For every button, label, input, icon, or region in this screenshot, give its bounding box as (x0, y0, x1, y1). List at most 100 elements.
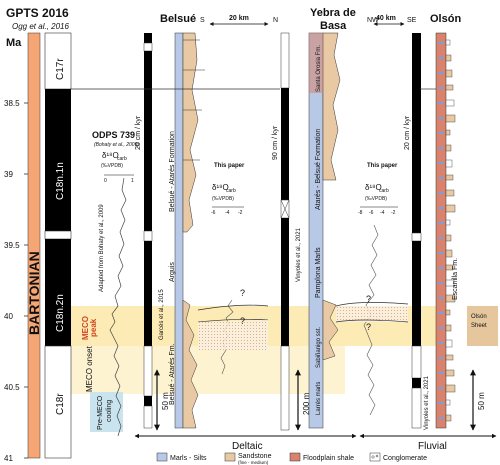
legend-label-marls: Marls - Silts (170, 455, 207, 462)
dir-s: S (200, 17, 205, 24)
age-tick-label: 41 (4, 454, 13, 463)
chron-label-c18n1n: C18n.1n (55, 162, 66, 200)
yebra-polarity-r1 (280, 32, 290, 89)
odp-tick-1: 1 (131, 178, 134, 184)
olson-sandstone-bed (445, 399, 451, 406)
olson-sandstone-bed (445, 129, 451, 136)
olson-polarity-n3 (412, 378, 421, 388)
section-title-yebra-1: Yebra de (310, 7, 356, 19)
olson-sandstone-bed (445, 144, 452, 152)
question-mark-3: ? (366, 294, 371, 304)
olson-marl-stringer (438, 372, 444, 374)
chron-c18n2n (45, 239, 71, 346)
vinyoles-reference-b: Vinyoles et al., 2021 (424, 375, 430, 430)
age-tick-label: 38.5 (4, 99, 20, 108)
question-mark-1: ? (240, 288, 245, 298)
olson-marl-stringer (438, 342, 444, 344)
ma-label: Ma (6, 37, 22, 49)
belsue-lower-formation: Belsué - Atarés Fm. (169, 343, 176, 405)
section-title-olson: Olsón (430, 13, 461, 25)
dir-se: SE (407, 17, 417, 24)
sabinanigo-sandstone-label: Sabiñanigo sst. (316, 327, 322, 368)
belsue-isotope-unit: (‰VPDB) (212, 196, 234, 202)
yebra-polarity-n1 (281, 88, 289, 200)
olson-sandstone-bed (445, 384, 456, 393)
yebra-polarity-r3 (280, 345, 290, 431)
olson-sandstone-bed (445, 339, 453, 348)
pre-meco-label-1: Pre-MECO (97, 395, 104, 430)
olson-sandstone-bed (445, 189, 455, 197)
belsue-polarity-n3 (144, 241, 152, 346)
olson-marl-stringer (438, 222, 444, 224)
belsue-isotope-title: δ¹⁸O (212, 183, 229, 192)
yebra-section (308, 32, 341, 429)
olson-marl-stringer (438, 192, 444, 194)
olson-marl-stringer (438, 72, 444, 74)
belsue-polarity-n4 (144, 396, 152, 406)
yebra-isotope-unit: (‰VPDB) (365, 196, 387, 202)
odp-isotope-curve (109, 177, 127, 437)
belsue-rate: 20 cm / kyr (135, 115, 142, 150)
legend-label-sandstone: Sandstone (238, 453, 272, 460)
olson-marl-stringer (438, 117, 444, 119)
yebra-santa-orosia (309, 33, 323, 93)
larres-marls: Larrés marls (316, 382, 322, 415)
olson-sandstone-bed (445, 69, 453, 78)
meco-onset-label: MECO onset (85, 345, 94, 392)
this-paper-label-2: This paper (367, 163, 398, 169)
belsue-tick-2: -2 (238, 210, 243, 216)
olson-sheet-box (467, 306, 498, 346)
olson-marl-stringer (438, 87, 444, 89)
yebra-scale-label: 200 m (302, 392, 311, 415)
belsue-magnetostratigraphy (143, 33, 153, 429)
legend-label-floodplain: Floodplain shale (303, 455, 354, 462)
olson-sandstone-bed (445, 264, 454, 271)
legend-label-conglomerate: Conglomerate (383, 455, 427, 462)
olson-marl-stringer (438, 42, 444, 44)
vinyoles-reference-a: Vinyoles et al., 2021 (296, 227, 302, 282)
chron-label-c18r: C18r (55, 393, 66, 415)
olson-sandstone-bed (445, 369, 455, 377)
dir-nw: NW (367, 17, 379, 24)
belsue-isotope-sub: carb (226, 188, 236, 194)
olson-marl-stringer (438, 402, 444, 404)
escanilla-formation: Escanilla Fm. (452, 258, 459, 300)
legend-conglomerate-pebble (371, 455, 375, 459)
olson-sandstone-bed (445, 204, 456, 213)
pamplona-marls: Pamplona Marls (315, 247, 322, 298)
olson-sheet-label-2: Sheet (471, 323, 487, 329)
olson-sandstone-bed (445, 414, 452, 422)
olson-section (435, 32, 456, 429)
olson-marl-stringer (438, 312, 444, 314)
correlation-line (197, 304, 269, 311)
chron-label-c18n2n: C18n.2n (55, 294, 66, 332)
olson-marl-stringer (438, 237, 444, 239)
chron-gap (44, 230, 72, 240)
olson-polarity-n2 (412, 241, 421, 346)
olson-sandstone-bed (445, 354, 454, 361)
this-paper-label-1: This paper (214, 163, 245, 169)
odp-axis-unit: (‰VPDB) (101, 163, 123, 169)
belsue-polarity-r2 (143, 230, 153, 242)
olson-polarity-r2 (411, 345, 422, 379)
odp-ref: (Bohaty et al., 2009) (94, 142, 139, 148)
deltaic-label: Deltaic (232, 441, 263, 452)
belsue-upper-formation: Belsué - Atarés Formation (169, 131, 176, 212)
yebra-isotope-title: δ¹⁸O (365, 183, 382, 192)
olson-floodplain (435, 32, 447, 429)
olson-marl-stringer (438, 387, 444, 389)
yebra-tick-3: -2 (391, 210, 396, 216)
legend-swatch-marls (156, 452, 168, 462)
olson-marl-stringer (438, 102, 444, 104)
odp-adapted-label: Adapted from Bohaty et al., 2009 (99, 204, 105, 292)
yebra-isotope-sub: carb (379, 188, 389, 194)
age-tick-label: 39.5 (4, 241, 20, 250)
age-tick-label: 40.5 (4, 383, 20, 392)
olson-sandstone-bed (445, 54, 452, 62)
chron-column: C17r C18n.1n C18n.2n C18r (44, 32, 72, 459)
yebra-tick-0: -8 (358, 210, 363, 216)
odp-title: ODPS 739 (92, 130, 135, 140)
belsue-section (174, 32, 205, 429)
